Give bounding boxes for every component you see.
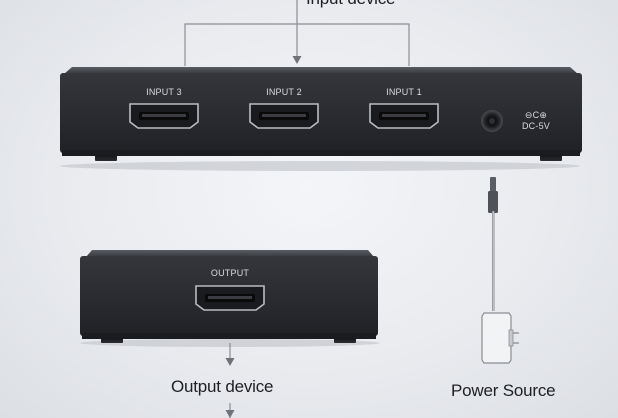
hdmi-port-input-2	[249, 103, 319, 129]
dc-power-jack	[481, 110, 503, 132]
input-device-label: Input device	[306, 0, 395, 9]
output-device-label: Output device	[171, 377, 274, 396]
input-connector-lines	[184, 0, 410, 66]
hdmi-port-input-3	[129, 103, 199, 129]
dc-voltage-label: DC-5V	[521, 121, 550, 131]
hdmi-port-output	[195, 285, 265, 311]
power-adapter	[481, 312, 519, 364]
power-source-label: Power Source	[451, 381, 556, 400]
power-cable	[488, 177, 498, 311]
output-arrow-icon-lower	[225, 410, 235, 418]
output-port-label: OUTPUT	[210, 268, 250, 278]
input-2-label: INPUT 2	[266, 87, 302, 97]
output-arrow-icon	[225, 358, 235, 366]
switch-device	[60, 67, 582, 171]
hdmi-port-input-1	[369, 103, 439, 129]
input-arrow-icon	[292, 56, 302, 64]
dc-symbol-label: ⊖C⊕	[524, 110, 548, 120]
input-3-label: INPUT 3	[146, 87, 182, 97]
input-1-label: INPUT 1	[386, 87, 422, 97]
